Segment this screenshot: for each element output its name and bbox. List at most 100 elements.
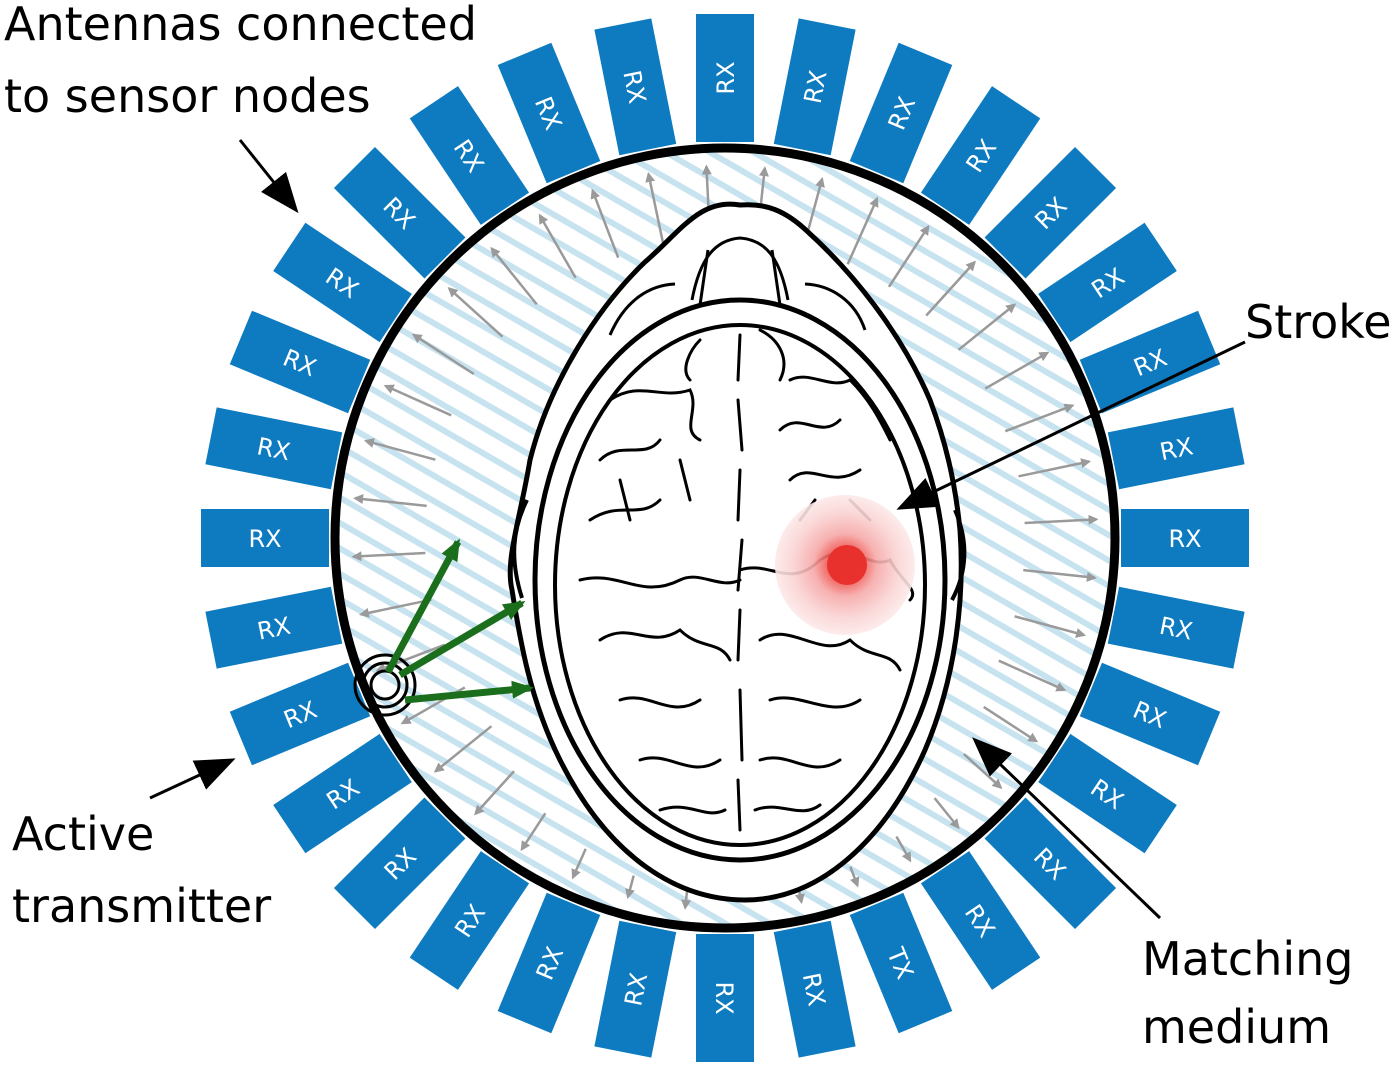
antenna-rx: RX <box>1038 222 1177 343</box>
antenna-element <box>1038 733 1177 854</box>
active-transmitter-label-line1: Active <box>12 807 154 861</box>
scatter-arrow <box>590 188 620 259</box>
antenna-label: RX <box>255 612 293 646</box>
ear-left <box>512 499 529 599</box>
antenna-rx: RX <box>594 18 677 156</box>
antenna-element <box>1107 586 1245 669</box>
antenna-label: RX <box>255 432 293 466</box>
scatter-arrow <box>363 438 436 461</box>
scatter-arrow <box>983 705 1039 743</box>
antenna-element <box>205 586 343 669</box>
medium-callout-arrow <box>972 737 1162 920</box>
scatter-arrow <box>984 351 1050 390</box>
face-contour-left <box>608 282 676 336</box>
scatter-arrow <box>520 812 547 852</box>
antenna-element <box>333 146 466 279</box>
scatter-arrow <box>645 171 665 245</box>
antenna-label: RX <box>1168 525 1201 553</box>
antenna-element <box>201 509 329 567</box>
antenna-element <box>229 662 371 766</box>
antenna-element <box>773 920 856 1058</box>
antenna-element <box>273 222 412 343</box>
head <box>507 201 967 903</box>
antenna-rx: RX <box>773 18 856 156</box>
scatter-arrow <box>895 835 912 863</box>
transmitter-waves <box>353 653 417 717</box>
matching-medium-label-line1: Matching <box>1142 932 1354 986</box>
scatter-arrow <box>433 725 493 773</box>
antenna-element <box>773 18 856 156</box>
antenna-rx: RX <box>333 797 466 930</box>
face-line-right <box>770 249 782 306</box>
antenna-element <box>1107 407 1245 490</box>
antenna-element <box>849 42 953 184</box>
scatter-arrow <box>846 196 879 265</box>
antenna-rx: RX <box>409 851 530 990</box>
antenna-rx: RX <box>1121 509 1249 567</box>
antenna-rx: RX <box>696 14 754 142</box>
antenna-rx: RX <box>229 662 371 766</box>
antenna-rx: RX <box>201 509 329 567</box>
antenna-element <box>273 733 412 854</box>
antenna-element <box>594 18 677 156</box>
antenna-rx: RX <box>984 797 1117 930</box>
transmitter-callout-arrow <box>149 758 236 800</box>
antenna-rx: RX <box>333 146 466 279</box>
scatter-arrow <box>1014 615 1087 638</box>
scatter-arrow <box>571 848 587 880</box>
antenna-label: RX <box>797 970 831 1008</box>
antenna-rx: RX <box>273 733 412 854</box>
scatter-arrow <box>1024 514 1099 525</box>
incident-field-arrows <box>384 538 534 704</box>
antenna-rx: RX <box>409 86 530 225</box>
antenna-element <box>333 797 466 930</box>
scatter-arrow <box>447 287 504 338</box>
scatter-arrow <box>358 598 432 618</box>
antenna-rx: RX <box>920 851 1041 990</box>
face-line-left <box>698 249 710 306</box>
antenna-label: RX <box>710 981 738 1014</box>
antenna-element <box>849 892 953 1034</box>
antenna-label: RX <box>1157 432 1195 466</box>
antenna-label: RX <box>248 525 281 553</box>
stroke-callout-arrow <box>896 340 1246 510</box>
antenna-element <box>229 310 371 414</box>
scatter-arrow <box>887 224 930 288</box>
scatter-arrow <box>998 659 1067 692</box>
antenna-label: RX <box>712 61 740 94</box>
antenna-element <box>409 851 530 990</box>
antenna-element <box>696 14 754 142</box>
scatter-arrow <box>1018 458 1092 478</box>
scatter-arrow <box>933 797 960 830</box>
antenna-rx: RX <box>773 920 856 1058</box>
brain-folds <box>578 328 914 832</box>
antenna-rx: RX <box>497 892 601 1034</box>
antenna-rx: RX <box>1038 733 1177 854</box>
active-transmitter-label-line2: transmitter <box>12 879 271 933</box>
antenna-rx: RX <box>1107 407 1245 490</box>
antenna-label: RX <box>1157 612 1195 646</box>
scatter-arrow <box>849 866 860 888</box>
antenna-element <box>497 42 601 184</box>
scatter-arrow <box>351 551 426 562</box>
scatter-arrow <box>681 891 692 910</box>
scatter-arrow <box>625 875 635 900</box>
antennas-label-line2: to sensor nodes <box>4 69 371 123</box>
scattered-field-arrows <box>351 164 1099 910</box>
antenna-label: RX <box>619 970 653 1008</box>
antenna-label: RX <box>617 68 651 106</box>
matching-medium-label-line2: medium <box>1142 1000 1331 1054</box>
antenna-element <box>1121 509 1249 567</box>
antenna-element <box>1079 662 1221 766</box>
scatter-arrow <box>353 494 427 508</box>
scatter-arrow <box>490 246 538 306</box>
antenna-rx: RX <box>984 146 1117 279</box>
scatter-arrow <box>383 384 452 417</box>
antenna-rx: RX <box>229 310 371 414</box>
antenna-rx: RX <box>205 407 343 490</box>
antenna-rx: RX <box>696 934 754 1062</box>
antenna-element <box>1038 222 1177 343</box>
scatter-arrow <box>957 303 1017 351</box>
callout-arrows <box>149 139 1246 920</box>
